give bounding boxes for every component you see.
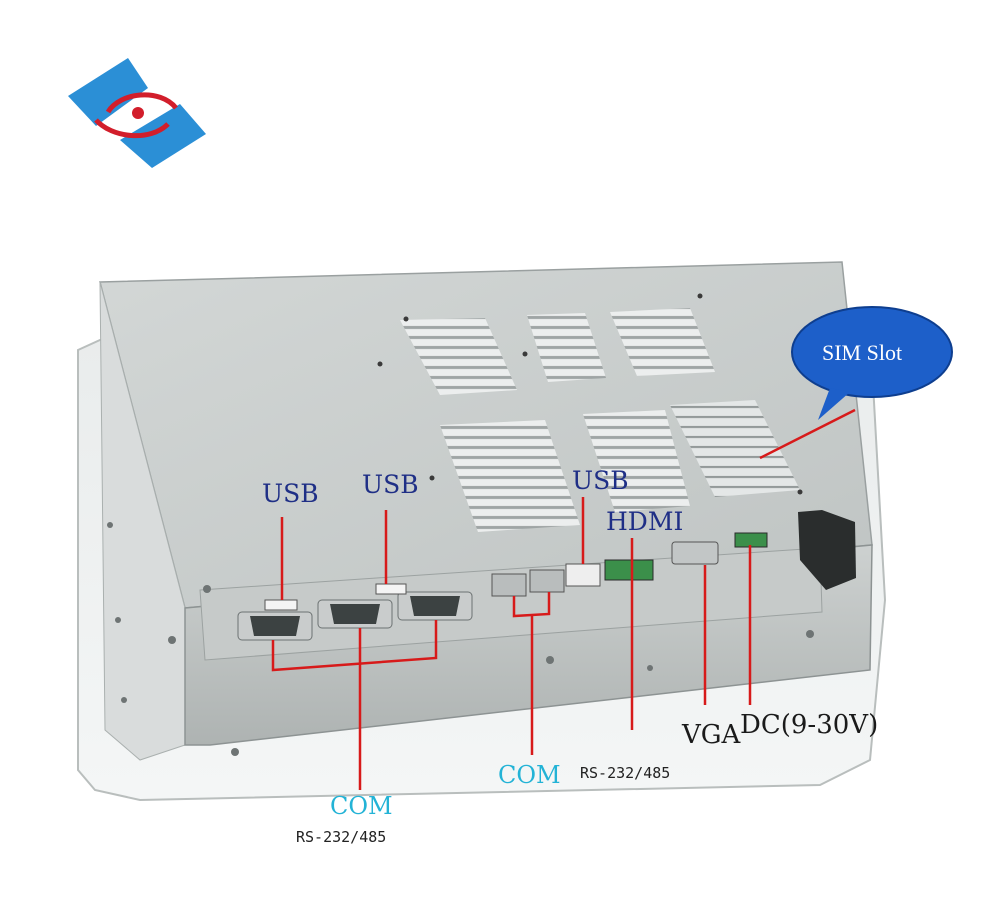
usb-port-2: [375, 583, 407, 595]
com-label-mid: COM: [498, 761, 561, 789]
lan-port-2: [529, 569, 565, 593]
top-screws: [377, 293, 803, 495]
vga-label: VGA: [682, 720, 741, 750]
hdmi-label: HDMI: [606, 507, 684, 536]
sim-slot-bubble: [791, 306, 953, 420]
vent-5: [583, 410, 690, 512]
company-logo-icon: [68, 58, 206, 168]
usb-port-1: [264, 599, 298, 611]
com-port-3: [397, 591, 473, 621]
vent-4: [440, 420, 580, 532]
chassis-left-side: [99, 281, 186, 761]
hdmi-port: [604, 559, 654, 581]
usb-label-mid: USB: [362, 470, 419, 499]
com-port-1: [237, 611, 313, 641]
vent-1: [400, 318, 517, 395]
usb-port-3: [565, 563, 601, 587]
lan-port-1: [491, 573, 527, 597]
power-switch: [798, 510, 856, 590]
com-label-left: COM: [330, 792, 393, 820]
vent-6: [670, 400, 800, 497]
dc-label: DC(9-30V): [740, 710, 879, 740]
com-port-2: [317, 599, 393, 629]
leader-lines: [271, 408, 856, 790]
vent-3: [610, 308, 715, 376]
vent-2: [527, 313, 606, 382]
usb-label-left: USB: [262, 479, 319, 508]
sim-slot-label: SIM Slot: [822, 340, 903, 365]
rs-label-left: RS-232/485: [296, 828, 387, 846]
dc-port: [734, 532, 768, 548]
rs-label-mid: RS-232/485: [580, 764, 671, 782]
vga-port: [671, 541, 719, 565]
usb-label-right: USB: [572, 466, 629, 495]
